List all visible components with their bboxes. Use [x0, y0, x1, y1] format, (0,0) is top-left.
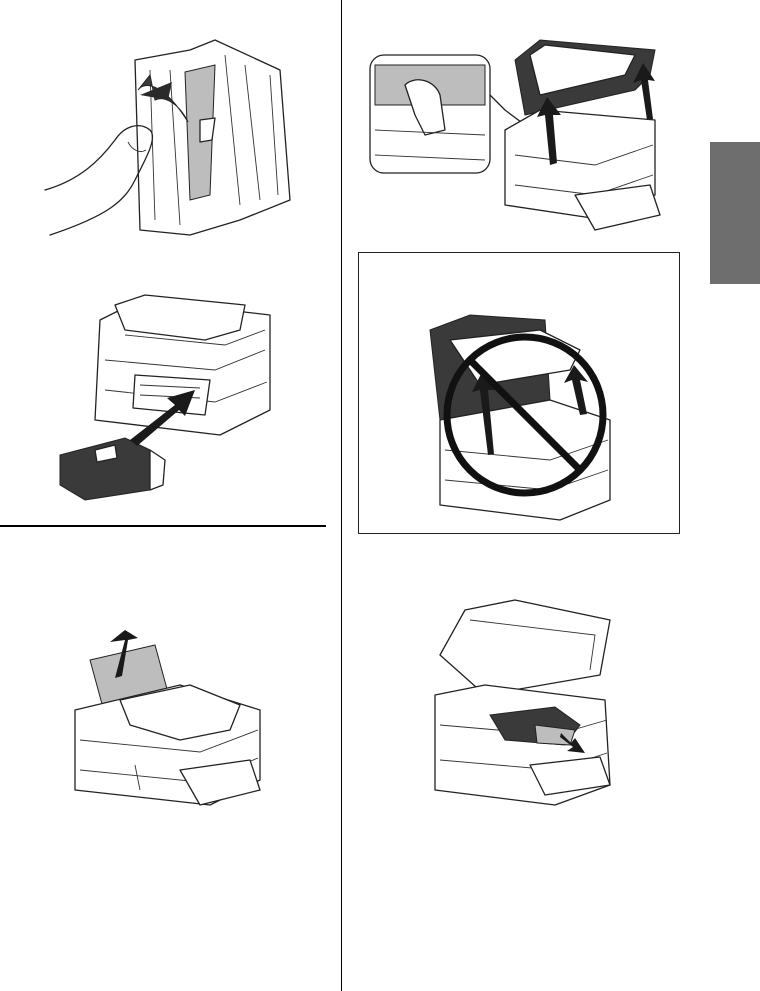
section-divider: [0, 525, 326, 527]
rear-unit-insert-icon: [45, 290, 285, 500]
section-side-tab: [710, 142, 760, 284]
rear-cover-jam-icon: [40, 30, 300, 250]
column-divider: [341, 0, 342, 991]
paper-pull-up-icon: [60, 630, 270, 830]
paper-pull-out-icon: [425, 595, 625, 810]
prohibited-icon: [420, 310, 620, 530]
scanner-lift-icon: [365, 35, 665, 240]
